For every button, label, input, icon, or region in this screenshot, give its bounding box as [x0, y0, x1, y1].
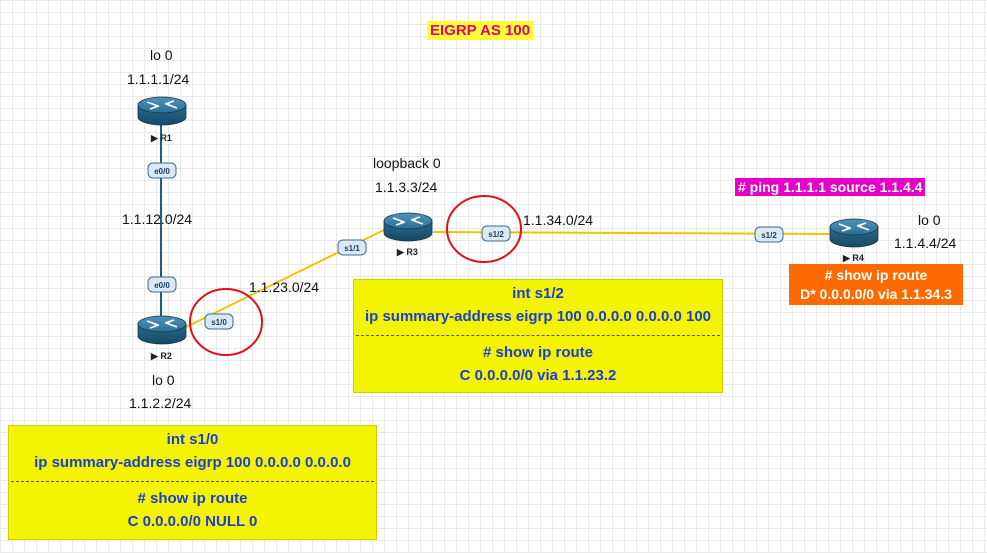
r2-loopback-label: lo 0	[152, 372, 175, 388]
r4-route-note: # show ip route D* 0.0.0.0/0 via 1.1.34.…	[789, 264, 963, 305]
diagram-title: EIGRP AS 100	[427, 21, 534, 40]
router-r2-name: ▶ R2	[150, 351, 172, 361]
interface-badge-r2-e0-0: e0/0	[147, 276, 177, 293]
r3-ip-label: 1.1.3.3/24	[375, 179, 438, 195]
r4-note-line2: D* 0.0.0.0/0 via 1.1.34.3	[800, 286, 952, 302]
svg-text:s1/1: s1/1	[344, 244, 360, 253]
interface-badge-r2-s1-0: s1/0	[204, 313, 234, 330]
router-r2-icon[interactable]	[137, 315, 187, 345]
interface-badge-r1-e0-0: e0/0	[147, 162, 177, 179]
interface-badge-r3-s1-1: s1/1	[337, 239, 367, 256]
r3-note-line1: int s1/2	[512, 285, 564, 302]
r2-note-line3: # show ip route	[137, 490, 248, 507]
r4-note-line1: # show ip route	[824, 267, 928, 283]
interface-badge-r4-s1-2: s1/2	[754, 226, 784, 243]
r3-config-note: int s1/2 ip summary-address eigrp 100 0.…	[353, 279, 723, 393]
svg-text:e0/0: e0/0	[154, 281, 170, 290]
r3-note-line4: C 0.0.0.0/0 via 1.1.23.2	[459, 367, 617, 384]
subnet-label-r3-r4: 1.1.34.0/24	[523, 212, 594, 228]
r3-note-divider	[356, 335, 720, 336]
svg-text:s1/0: s1/0	[211, 318, 227, 327]
r2-note-divider	[11, 481, 374, 482]
r3-loopback-label: loopback 0	[373, 155, 441, 171]
r2-note-line2: ip summary-address eigrp 100 0.0.0.0 0.0…	[34, 454, 351, 471]
r2-note-line4: C 0.0.0.0/0 NULL 0	[127, 513, 258, 530]
r4-ip-label: 1.1.4.4/24	[894, 235, 957, 251]
highlight-circle-r3-s1-2	[446, 195, 522, 263]
svg-text:s1/2: s1/2	[761, 231, 777, 240]
r2-config-note: int s1/0 ip summary-address eigrp 100 0.…	[8, 425, 377, 540]
svg-text:s1/2: s1/2	[488, 230, 504, 239]
router-r3-icon[interactable]	[383, 212, 433, 242]
subnet-label-r1-r2: 1.1.12.0/24	[122, 211, 193, 227]
r3-note-line3: # show ip route	[482, 344, 593, 361]
router-r1-name: ▶ R1	[150, 133, 172, 143]
r1-loopback-label: lo 0	[150, 47, 173, 63]
router-r4-icon[interactable]	[829, 218, 879, 248]
r3-note-line2: ip summary-address eigrp 100 0.0.0.0 0.0…	[364, 308, 712, 325]
interface-badge-r3-s1-2: s1/2	[481, 225, 511, 242]
svg-text:e0/0: e0/0	[154, 167, 170, 176]
r4-ping-note: # ping 1.1.1.1 source 1.1.4.4	[735, 178, 926, 196]
router-r4-name: ▶ R4	[842, 253, 864, 263]
r1-ip-label: 1.1.1.1/24	[127, 71, 190, 87]
router-r1-icon[interactable]	[137, 96, 187, 126]
subnet-label-r2-r3: 1.1.23.0/24	[249, 279, 320, 295]
highlight-circle-r2-s1-0	[189, 288, 263, 356]
router-r3-name: ▶ R3	[396, 247, 418, 257]
r2-ip-label: 1.1.2.2/24	[129, 395, 192, 411]
r4-loopback-label: lo 0	[918, 212, 941, 228]
r2-note-line1: int s1/0	[166, 431, 219, 448]
